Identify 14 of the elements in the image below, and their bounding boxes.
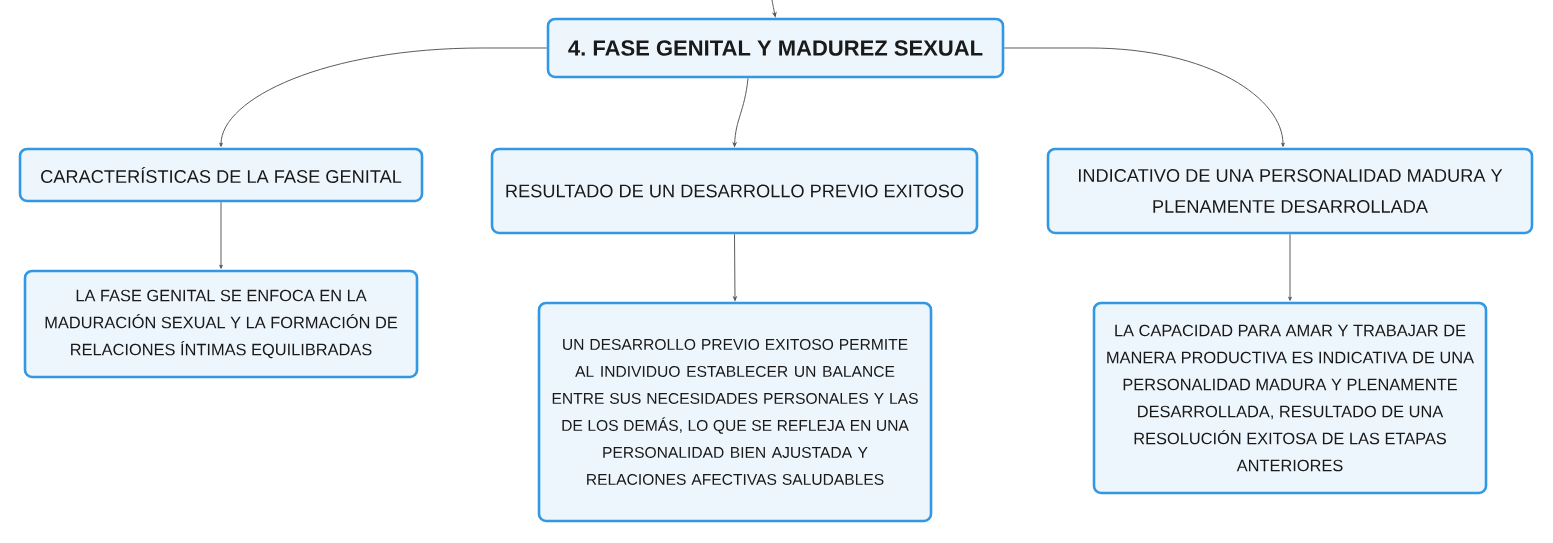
connector-arrow — [1288, 233, 1292, 301]
detail-box: LA FASE GENITAL SE ENFOCA EN LA MADURACIÓN SEXUAL Y LA FORMACIÓN DE RELACIONES ÍNTIMAS EQUILIBRADAS — [23, 269, 419, 379]
connector-arrow — [1003, 47, 1285, 147]
subtopic-box: RESULTADO DE UN DESARROLLO PREVIO EXITOSO — [490, 147, 979, 235]
connector-arrow — [771, 0, 777, 17]
subtopic-box: INDICATIVO DE UNA PERSONALIDAD MADURA Y PLENAMENTE DESARROLLADA — [1046, 147, 1534, 235]
connector-arrow — [733, 233, 737, 301]
connector-arrow — [219, 47, 548, 147]
topic-box: 4. FASE GENITAL Y MADUREZ SEXUAL — [546, 17, 1005, 79]
detail-box: UN DESARROLLO PREVIO EXITOSO PERMITE AL INDIVIDUO ESTABLECER UN BALANCE ENTRE SUS NECESIDADES PERSONALES Y LAS DE LOS DEMÁS, LO QUE SE REFLEJA EN UNA PERSONALIDAD BIEN AJUSTADA Y RELACIONES AFECTIVAS SALUDABLES — [537, 301, 933, 523]
connector-arrow — [219, 201, 223, 269]
connector-arrow — [732, 77, 749, 147]
detail-box: LA CAPACIDAD PARA AMAR Y TRABAJAR DE MANERA PRODUCTIVA ES INDICATIVA DE UNA PERSONALIDAD MADURA Y PLENAMENTE DESARROLLADA, RESULTADO DE UNA RESOLUCIÓN EXITOSA DE LAS ETAPAS ANTERIORES — [1092, 301, 1488, 495]
subtopic-box: CARACTERÍSTICAS DE LA FASE GENITAL — [18, 147, 424, 203]
